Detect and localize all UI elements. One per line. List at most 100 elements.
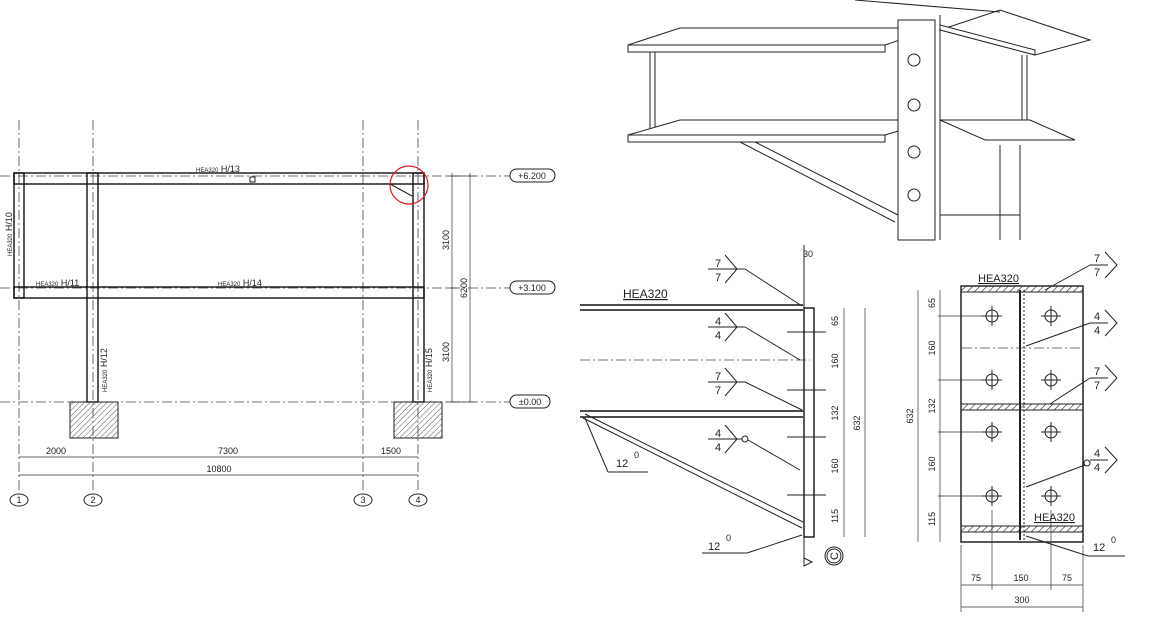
dim-10800: 10800 <box>206 464 231 474</box>
bolt-hole <box>982 486 1002 506</box>
level-tag: +3.100 <box>509 280 556 295</box>
svg-text:C: C <box>829 552 841 560</box>
grid-bubble-2: 2 <box>83 493 103 507</box>
grid-bubble-4: 4 <box>408 493 428 507</box>
svg-text:±0.00: ±0.00 <box>519 397 541 407</box>
svg-text:4: 4 <box>1094 462 1100 474</box>
dim-300: 300 <box>1014 595 1029 605</box>
section-mark: C <box>824 546 844 566</box>
weld-symbol: 77 <box>708 367 803 411</box>
plate-thickness-dim: 30 <box>803 249 813 259</box>
dim-75-left: 75 <box>971 573 981 583</box>
svg-text:7: 7 <box>715 272 721 284</box>
end-plate <box>803 307 815 538</box>
level-tag: ±0.00 <box>509 394 551 409</box>
top-profile-label: HEA320 <box>978 273 1019 285</box>
dim-65: 65 <box>927 298 937 308</box>
bolt-hole <box>1041 422 1061 442</box>
svg-text:0: 0 <box>726 533 731 543</box>
mid-beam-left-label: HEA320 H/11 <box>36 278 79 288</box>
bolt-hole <box>982 306 1002 326</box>
svg-text:7: 7 <box>1094 380 1100 392</box>
svg-text:4: 4 <box>715 428 721 440</box>
footing-left <box>69 401 119 439</box>
left-column <box>13 172 25 299</box>
bolt-hole <box>1041 306 1061 326</box>
svg-text:4: 4 <box>1094 311 1100 323</box>
dim-160: 160 <box>927 340 937 355</box>
dim-6200: 6200 <box>459 278 469 298</box>
side-connection-detail: HEA320 30 65 160 132 160 115 632 77 44 7… <box>580 245 866 567</box>
dim-115: 115 <box>927 512 937 526</box>
dim-75-right: 75 <box>1062 573 1072 583</box>
dim-132: 132 <box>830 405 840 420</box>
svg-text:4: 4 <box>1094 448 1100 460</box>
dim-150: 150 <box>1013 573 1028 583</box>
fillet-weld-symbol: 12 0 <box>584 417 648 473</box>
bottom-profile-label: HEA320 <box>1034 512 1075 524</box>
dim-632: 632 <box>852 415 862 430</box>
fillet-weld-symbol: 12 0 <box>1025 535 1125 557</box>
svg-text:7: 7 <box>1094 366 1100 378</box>
weld-symbol: 44 <box>1025 446 1118 488</box>
svg-text:4: 4 <box>715 330 721 342</box>
level-tag: +6.200 <box>509 168 556 183</box>
dim-115: 115 <box>830 509 840 523</box>
footing-right <box>393 401 443 439</box>
svg-text:1: 1 <box>16 495 21 505</box>
weld-symbol: 77 <box>1049 364 1118 405</box>
svg-text:12: 12 <box>616 458 628 470</box>
fillet-weld-symbol: 12 0 <box>702 533 803 554</box>
svg-text:7: 7 <box>715 371 721 383</box>
svg-text:7: 7 <box>715 258 721 270</box>
bolt-hole <box>982 422 1002 442</box>
front-plate-detail: HEA320 HEA320 65 160 132 160 115 632 75 … <box>905 251 1125 612</box>
dim-132: 132 <box>927 398 937 413</box>
end-plate-front <box>960 285 1084 543</box>
dim-632: 632 <box>905 408 915 423</box>
svg-text:+6.200: +6.200 <box>518 171 546 181</box>
dim-2000: 2000 <box>46 446 66 456</box>
column-2-label: HEA320 H/12 <box>99 348 109 392</box>
weld-symbol: 77 <box>1044 251 1118 291</box>
mid-beam-label: HEA320 H/14 <box>218 278 262 288</box>
svg-text:4: 4 <box>1094 325 1100 337</box>
svg-text:12: 12 <box>1093 542 1105 554</box>
svg-text:4: 4 <box>715 442 721 454</box>
left-column-label: HEA320 H/10 <box>4 212 14 256</box>
svg-text:0: 0 <box>1111 535 1116 545</box>
bolt-hole <box>1041 370 1061 390</box>
svg-text:12: 12 <box>708 541 720 553</box>
svg-text:2: 2 <box>90 495 95 505</box>
dim-3100-upper: 3100 <box>441 230 451 250</box>
weld-symbol: 44 <box>708 312 801 361</box>
svg-text:4: 4 <box>415 495 420 505</box>
bolt-hole <box>1041 486 1061 506</box>
column-4-label: HEA320 H/15 <box>424 348 434 392</box>
svg-text:+3.100: +3.100 <box>518 283 546 293</box>
beam-label: HEA320 <box>623 287 668 301</box>
svg-text:7: 7 <box>1094 253 1100 265</box>
bolt-hole <box>982 370 1002 390</box>
grid-bubble-1: 1 <box>9 493 29 507</box>
connection-highlight-circle <box>389 165 429 205</box>
isometric-connection-view <box>627 0 1092 241</box>
weld-symbol: 44 <box>708 424 801 471</box>
dim-160: 160 <box>830 458 840 473</box>
dim-160: 160 <box>927 456 937 471</box>
svg-text:3: 3 <box>360 495 365 505</box>
top-beam-label: HEA320 H/13 <box>196 164 240 174</box>
svg-text:7: 7 <box>1094 267 1100 279</box>
svg-text:0: 0 <box>634 450 639 460</box>
dim-7300: 7300 <box>218 446 238 456</box>
weld-symbol: 44 <box>1025 309 1118 347</box>
dim-160: 160 <box>830 353 840 368</box>
top-beam <box>13 172 425 185</box>
svg-text:4: 4 <box>715 316 721 328</box>
dim-1500: 1500 <box>381 446 401 456</box>
svg-text:7: 7 <box>715 385 721 397</box>
frame-elevation: HEA320 H/13 HEA320 H/11 HEA320 H/14 HEA3… <box>0 120 556 507</box>
dim-3100-lower: 3100 <box>441 342 451 362</box>
weld-symbol: 77 <box>708 254 803 307</box>
